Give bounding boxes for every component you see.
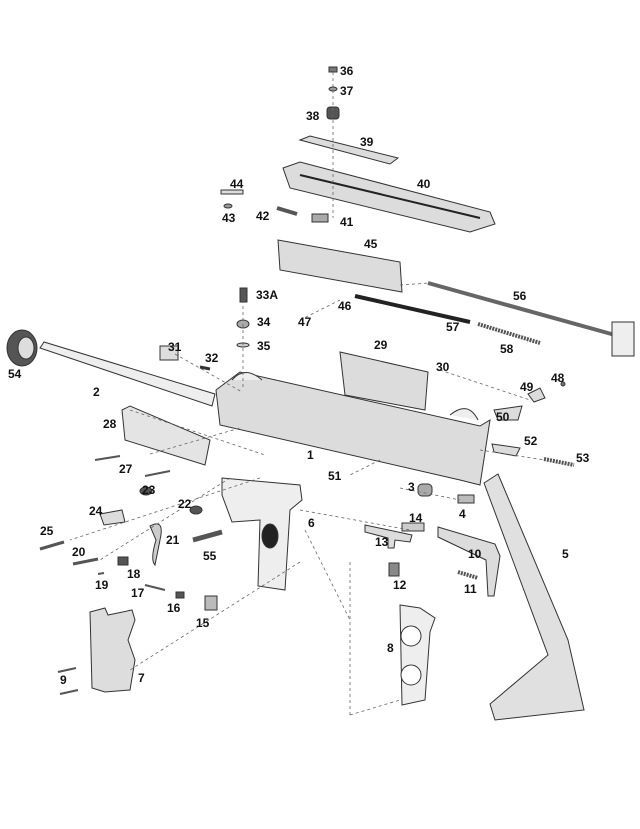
part-label-19: 19	[95, 578, 109, 592]
part-label-4: 4	[459, 507, 466, 521]
part-label-23: 23	[142, 483, 156, 497]
plate-part	[298, 135, 400, 165]
part-label-10: 10	[468, 547, 482, 561]
part-label-3: 3	[408, 480, 415, 494]
screw-part	[328, 66, 338, 73]
part-label-56: 56	[513, 289, 527, 303]
part-label-31: 31	[168, 340, 182, 354]
part-label-32: 32	[205, 351, 219, 365]
bolt-part	[277, 239, 403, 293]
part-label-28: 28	[103, 417, 117, 431]
part-label-6: 6	[308, 516, 315, 530]
part-label-37: 37	[340, 84, 354, 98]
part-label-33a: 33A	[256, 288, 279, 302]
part-label-12: 12	[393, 578, 407, 592]
part-label-39: 39	[360, 135, 374, 149]
part-label-22: 22	[178, 497, 192, 511]
left-grip-part	[89, 607, 136, 693]
knob-part	[326, 106, 340, 120]
part-label-58: 58	[500, 342, 514, 356]
part-label-2: 2	[93, 385, 100, 399]
part-label-57: 57	[446, 320, 460, 334]
receiver-part	[215, 371, 491, 486]
part-label-45: 45	[364, 237, 378, 251]
handguard-part	[121, 405, 211, 466]
part-label-15: 15	[196, 616, 210, 630]
part-label-21: 21	[166, 533, 180, 547]
part-label-44: 44	[230, 177, 244, 191]
part-label-25: 25	[40, 524, 54, 538]
part-label-16: 16	[167, 601, 181, 615]
part-label-48: 48	[551, 371, 565, 385]
part-label-34: 34	[257, 315, 271, 329]
part-label-13: 13	[375, 535, 389, 549]
part-label-47: 47	[298, 315, 312, 329]
part-label-38: 38	[306, 109, 320, 123]
stock-part	[483, 473, 585, 721]
feed-cover-part	[339, 351, 429, 411]
part-label-7: 7	[138, 671, 145, 685]
part-label-17: 17	[131, 586, 145, 600]
part-label-43: 43	[222, 211, 236, 225]
part-label-1: 1	[307, 448, 314, 462]
part-label-35: 35	[257, 339, 271, 353]
part-label-11: 11	[464, 582, 477, 596]
part-label-50: 50	[496, 410, 510, 424]
part-label-53: 53	[576, 451, 590, 465]
part-label-27: 27	[119, 462, 133, 476]
part-label-41: 41	[340, 215, 354, 229]
part-label-30: 30	[436, 360, 450, 374]
part-label-20: 20	[72, 545, 86, 559]
part-label-46: 46	[338, 299, 352, 313]
part-label-40: 40	[417, 177, 431, 191]
part-label-14: 14	[409, 511, 423, 525]
part-label-49: 49	[520, 380, 534, 394]
right-grip-part	[399, 604, 436, 706]
part-label-42: 42	[256, 209, 270, 223]
part-label-24: 24	[89, 504, 103, 518]
part-label-8: 8	[387, 641, 394, 655]
part-label-9: 9	[60, 673, 67, 687]
part-label-55: 55	[203, 549, 217, 563]
part-label-29: 29	[374, 338, 388, 352]
part-label-36: 36	[340, 64, 354, 78]
part-label-51: 51	[328, 469, 342, 483]
part-label-18: 18	[127, 567, 141, 581]
part-label-5: 5	[562, 547, 569, 561]
barrel-part	[39, 341, 216, 407]
part-label-54: 54	[8, 367, 22, 381]
part-label-52: 52	[524, 434, 538, 448]
